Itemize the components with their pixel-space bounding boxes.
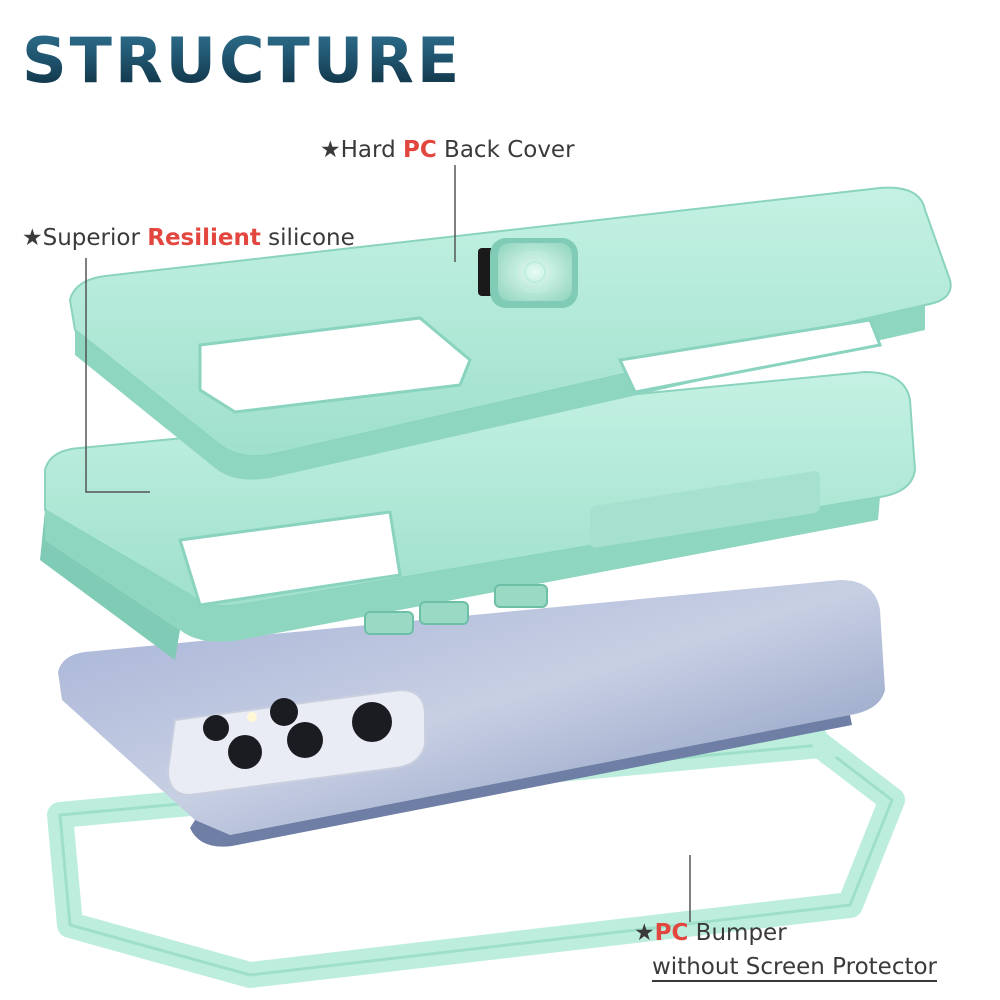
label-text: Superior xyxy=(42,225,148,251)
volume-button-icon xyxy=(419,601,469,625)
label-highlight: PC xyxy=(402,137,437,163)
camera-lens-icon xyxy=(228,735,262,769)
ring-holder-icon xyxy=(478,238,578,308)
camera-module xyxy=(166,688,426,797)
label-text: silicone xyxy=(260,225,355,251)
camera-lens-icon xyxy=(270,698,298,726)
camera-lens-icon xyxy=(352,702,392,742)
volume-button-icon xyxy=(364,611,414,635)
label-superior-resilient-silicone: ★Superior Resilient silicone xyxy=(22,227,355,250)
power-button-icon xyxy=(494,584,548,608)
leader-line-silicone xyxy=(85,258,150,493)
volume-buttons xyxy=(364,584,548,635)
label-highlight: PC xyxy=(654,920,689,946)
label-without-screen-protector: without Screen Protector xyxy=(652,954,938,980)
camera-lens-icon xyxy=(287,722,323,758)
camera-lens-icon xyxy=(203,715,229,741)
star-icon: ★ xyxy=(634,920,655,946)
label-hard-pc-back-cover: ★Hard PC Back Cover xyxy=(320,139,575,162)
label-text: Bumper xyxy=(688,920,787,946)
hard-pc-back-cover xyxy=(68,186,952,480)
label-text: Back Cover xyxy=(436,137,575,163)
flash-icon xyxy=(247,712,257,722)
grip-dots xyxy=(590,471,820,548)
label-pc-bumper: ★PC Bumper xyxy=(634,922,787,945)
leader-lines xyxy=(85,165,691,922)
label-highlight: Resilient xyxy=(147,225,261,251)
back-cover-camera-cutout xyxy=(198,316,472,414)
star-icon: ★ xyxy=(22,225,43,251)
page-title: STRUCTURE xyxy=(22,24,463,97)
label-text: Hard xyxy=(340,137,403,163)
star-icon: ★ xyxy=(320,137,341,163)
phone-body xyxy=(58,580,885,847)
silicone-camera-cutout xyxy=(178,510,402,607)
